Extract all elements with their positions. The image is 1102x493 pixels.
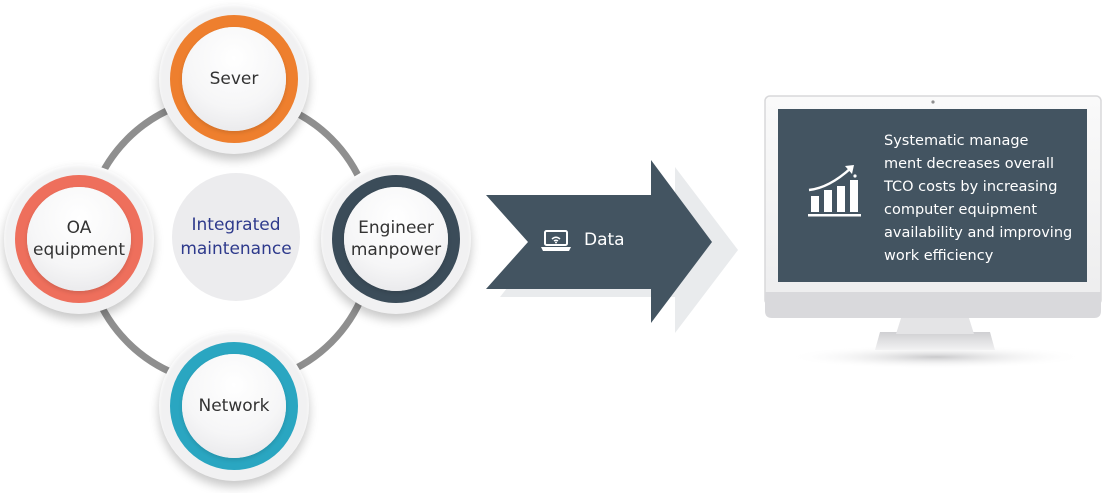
laptop-wifi-icon: [541, 230, 571, 251]
screen-text-line: ment decreases overall: [884, 156, 1054, 172]
node-engineer-inner: Engineer manpower: [344, 187, 448, 291]
node-network-label: Network: [198, 396, 270, 416]
node-network-inner: Network: [182, 354, 286, 458]
node-sever-label: Sever: [209, 69, 259, 89]
node-engineer-manpower: Engineer manpower: [321, 164, 471, 314]
screen-text-line: TCO costs by increasing: [884, 179, 1058, 195]
data-arrow: [486, 160, 738, 333]
center-label-text: Integrated maintenance: [180, 215, 292, 259]
monitor-screen-text: Systematic manage ment decreases overall…: [884, 130, 1080, 268]
node-engineer-label: Engineer manpower: [350, 218, 442, 260]
screen-text-line: computer equipment: [884, 202, 1038, 218]
arrow-label: Data: [584, 230, 625, 250]
node-sever: Sever: [159, 4, 309, 154]
screen-text-line: Systematic manage: [884, 133, 1029, 149]
node-oa-inner: OA equipment: [27, 187, 131, 291]
node-oa-equipment: OA equipment: [4, 164, 154, 314]
data-arrow-body: [486, 160, 712, 323]
screen-text-line: work efficiency: [884, 248, 994, 264]
screen-text-line: availability and improving: [884, 225, 1073, 241]
node-network: Network: [159, 331, 309, 481]
center-label: Integrated maintenance: [172, 173, 300, 301]
node-oa-label: OA equipment: [33, 218, 125, 260]
growth-chart-icon: [808, 165, 861, 217]
node-sever-inner: Sever: [182, 27, 286, 131]
